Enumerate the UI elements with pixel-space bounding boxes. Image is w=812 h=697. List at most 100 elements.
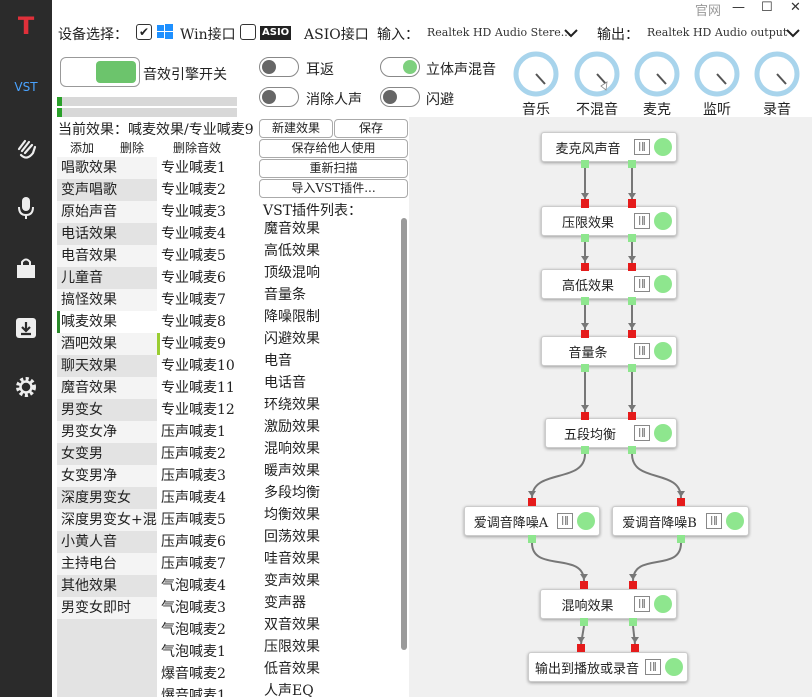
vst-plugin-item[interactable]: 回荡效果 (264, 529, 320, 545)
effect-category-item[interactable]: 男变女 (57, 399, 157, 421)
effect-preset-item[interactable]: 专业喊麦10 (161, 358, 235, 374)
volume-knob[interactable] (693, 50, 741, 98)
effect-category-item[interactable]: 酒吧效果 (57, 333, 157, 355)
chevron-down-icon[interactable] (563, 26, 579, 42)
equalizer-icon[interactable]: |‖ (634, 139, 650, 155)
effect-preset-item[interactable]: 压声喊麦1 (161, 424, 226, 440)
ducking-toggle[interactable] (380, 87, 420, 107)
effect-preset-item[interactable]: 专业喊麦7 (161, 292, 226, 308)
effect-category-item[interactable]: 变声唱歌 (57, 179, 157, 201)
vst-plugin-item[interactable]: 高低效果 (264, 243, 320, 259)
equalizer-icon[interactable]: |‖ (634, 425, 650, 441)
vst-plugin-item[interactable]: 多段均衡 (264, 485, 320, 501)
maximize-button[interactable]: ☐ (761, 0, 773, 15)
effect-preset-item[interactable]: 压声喊麦4 (161, 490, 226, 506)
output-port[interactable] (581, 364, 589, 372)
delete-effect-button[interactable]: 删除 (120, 141, 145, 155)
effect-node-eq5[interactable]: 五段均衡|‖ (545, 418, 677, 448)
input-port[interactable] (581, 412, 589, 420)
effect-preset-item[interactable]: 专业喊麦12 (161, 402, 235, 418)
vst-list-scrollbar[interactable] (401, 218, 407, 650)
input-port[interactable] (581, 330, 589, 338)
node-enabled-led[interactable] (577, 512, 595, 530)
vst-plugin-item[interactable]: 变声器 (264, 595, 306, 611)
effect-category-item[interactable]: 男变女即时 (57, 597, 157, 619)
effect-preset-item[interactable]: 专业喊麦11 (161, 380, 235, 396)
input-port[interactable] (528, 498, 536, 506)
effect-category-item[interactable]: 喊麦效果 (57, 311, 157, 333)
effect-node-volume[interactable]: 音量条|‖ (541, 336, 677, 366)
vst-plugin-item[interactable]: 音量条 (264, 287, 306, 303)
effect-preset-item[interactable]: 专业喊麦1 (161, 160, 226, 176)
vocal-remove-toggle[interactable] (259, 87, 299, 107)
effect-node-highlow[interactable]: 高低效果|‖ (541, 269, 677, 299)
effect-preset-item[interactable]: 爆音喊麦1 (161, 688, 226, 697)
effect-category-item[interactable]: 小黄人音 (57, 531, 157, 553)
vst-plugin-item[interactable]: 顶级混响 (264, 265, 320, 281)
vst-plugin-item[interactable]: 均衡效果 (264, 507, 320, 523)
equalizer-icon[interactable]: |‖ (706, 513, 722, 529)
effect-preset-item[interactable]: 压声喊麦6 (161, 534, 226, 550)
output-port[interactable] (581, 160, 589, 168)
output-port[interactable] (677, 535, 685, 543)
output-port[interactable] (628, 160, 636, 168)
node-enabled-led[interactable] (726, 512, 744, 530)
effect-category-item[interactable]: 深度男变女 (57, 487, 157, 509)
effect-preset-item[interactable]: 专业喊麦9 (157, 333, 257, 355)
save-for-others-button[interactable]: 保存给他人使用 (259, 139, 408, 158)
effect-category-item[interactable]: 唱歌效果 (57, 157, 157, 179)
microphone-icon[interactable] (0, 188, 52, 228)
input-port[interactable] (628, 199, 636, 207)
vst-plugin-item[interactable]: 混响效果 (264, 441, 320, 457)
vst-plugin-item[interactable]: 激励效果 (264, 419, 320, 435)
output-port[interactable] (628, 297, 636, 305)
input-port[interactable] (581, 263, 589, 271)
output-port[interactable] (628, 446, 636, 454)
vst-plugin-item[interactable]: 变声效果 (264, 573, 320, 589)
effect-category-item[interactable]: 电话效果 (57, 223, 157, 245)
node-enabled-led[interactable] (654, 595, 672, 613)
effect-preset-item[interactable]: 压声喊麦7 (161, 556, 226, 572)
output-port[interactable] (528, 535, 536, 543)
minimize-button[interactable]: — (732, 0, 745, 15)
shopping-bag-icon[interactable] (0, 248, 52, 288)
effect-category-item[interactable]: 女变男净 (57, 465, 157, 487)
ear-return-toggle[interactable] (259, 57, 299, 77)
effect-preset-item[interactable]: 压声喊麦2 (161, 446, 226, 462)
vst-plugin-item[interactable]: 魔音效果 (264, 221, 320, 237)
input-port[interactable] (577, 644, 585, 652)
effect-node-mic[interactable]: 麦克风声音|‖ (541, 132, 677, 162)
node-enabled-led[interactable] (654, 275, 672, 293)
effect-preset-item[interactable]: 压声喊麦5 (161, 512, 226, 528)
vst-plugin-item[interactable]: 双音效果 (264, 617, 320, 633)
node-enabled-led[interactable] (654, 138, 672, 156)
equalizer-icon[interactable]: |‖ (634, 276, 650, 292)
new-effect-button[interactable]: 新建效果 (259, 119, 333, 138)
node-enabled-led[interactable] (654, 212, 672, 230)
effect-preset-item[interactable]: 气泡喊麦3 (161, 600, 226, 616)
volume-knob[interactable] (753, 50, 801, 98)
effect-node-limiter[interactable]: 压限效果|‖ (541, 206, 677, 236)
volume-knob[interactable] (573, 50, 621, 98)
effect-preset-item[interactable]: 气泡喊麦4 (161, 578, 226, 594)
effect-node-ns-b[interactable]: 爱调音降噪B|‖ (612, 506, 749, 536)
effect-category-item[interactable]: 儿童音 (57, 267, 157, 289)
effect-node-output[interactable]: 输出到播放或录音|‖ (528, 652, 688, 682)
audio-engine-switch[interactable] (60, 57, 140, 87)
chevron-down-icon[interactable] (785, 26, 801, 42)
effect-node-reverb[interactable]: 混响效果|‖ (540, 589, 677, 619)
effect-preset-item[interactable]: 专业喊麦8 (161, 314, 226, 330)
effect-preset-item[interactable]: 气泡喊麦1 (161, 644, 226, 660)
output-port[interactable] (581, 234, 589, 242)
effect-preset-item[interactable]: 专业喊麦4 (161, 226, 226, 242)
vst-plugin-item[interactable]: 低音效果 (264, 661, 320, 677)
vst-plugin-item[interactable]: 暖声效果 (264, 463, 320, 479)
output-port[interactable] (581, 446, 589, 454)
sidebar-item-vst[interactable]: VST (14, 80, 38, 94)
save-button[interactable]: 保存 (334, 119, 408, 138)
effect-category-item[interactable]: 女变男 (57, 443, 157, 465)
close-button[interactable]: ✕ (790, 0, 801, 15)
effect-category-item[interactable]: 男变女净 (57, 421, 157, 443)
input-port[interactable] (580, 581, 588, 589)
asio-interface-checkbox[interactable] (240, 24, 256, 40)
